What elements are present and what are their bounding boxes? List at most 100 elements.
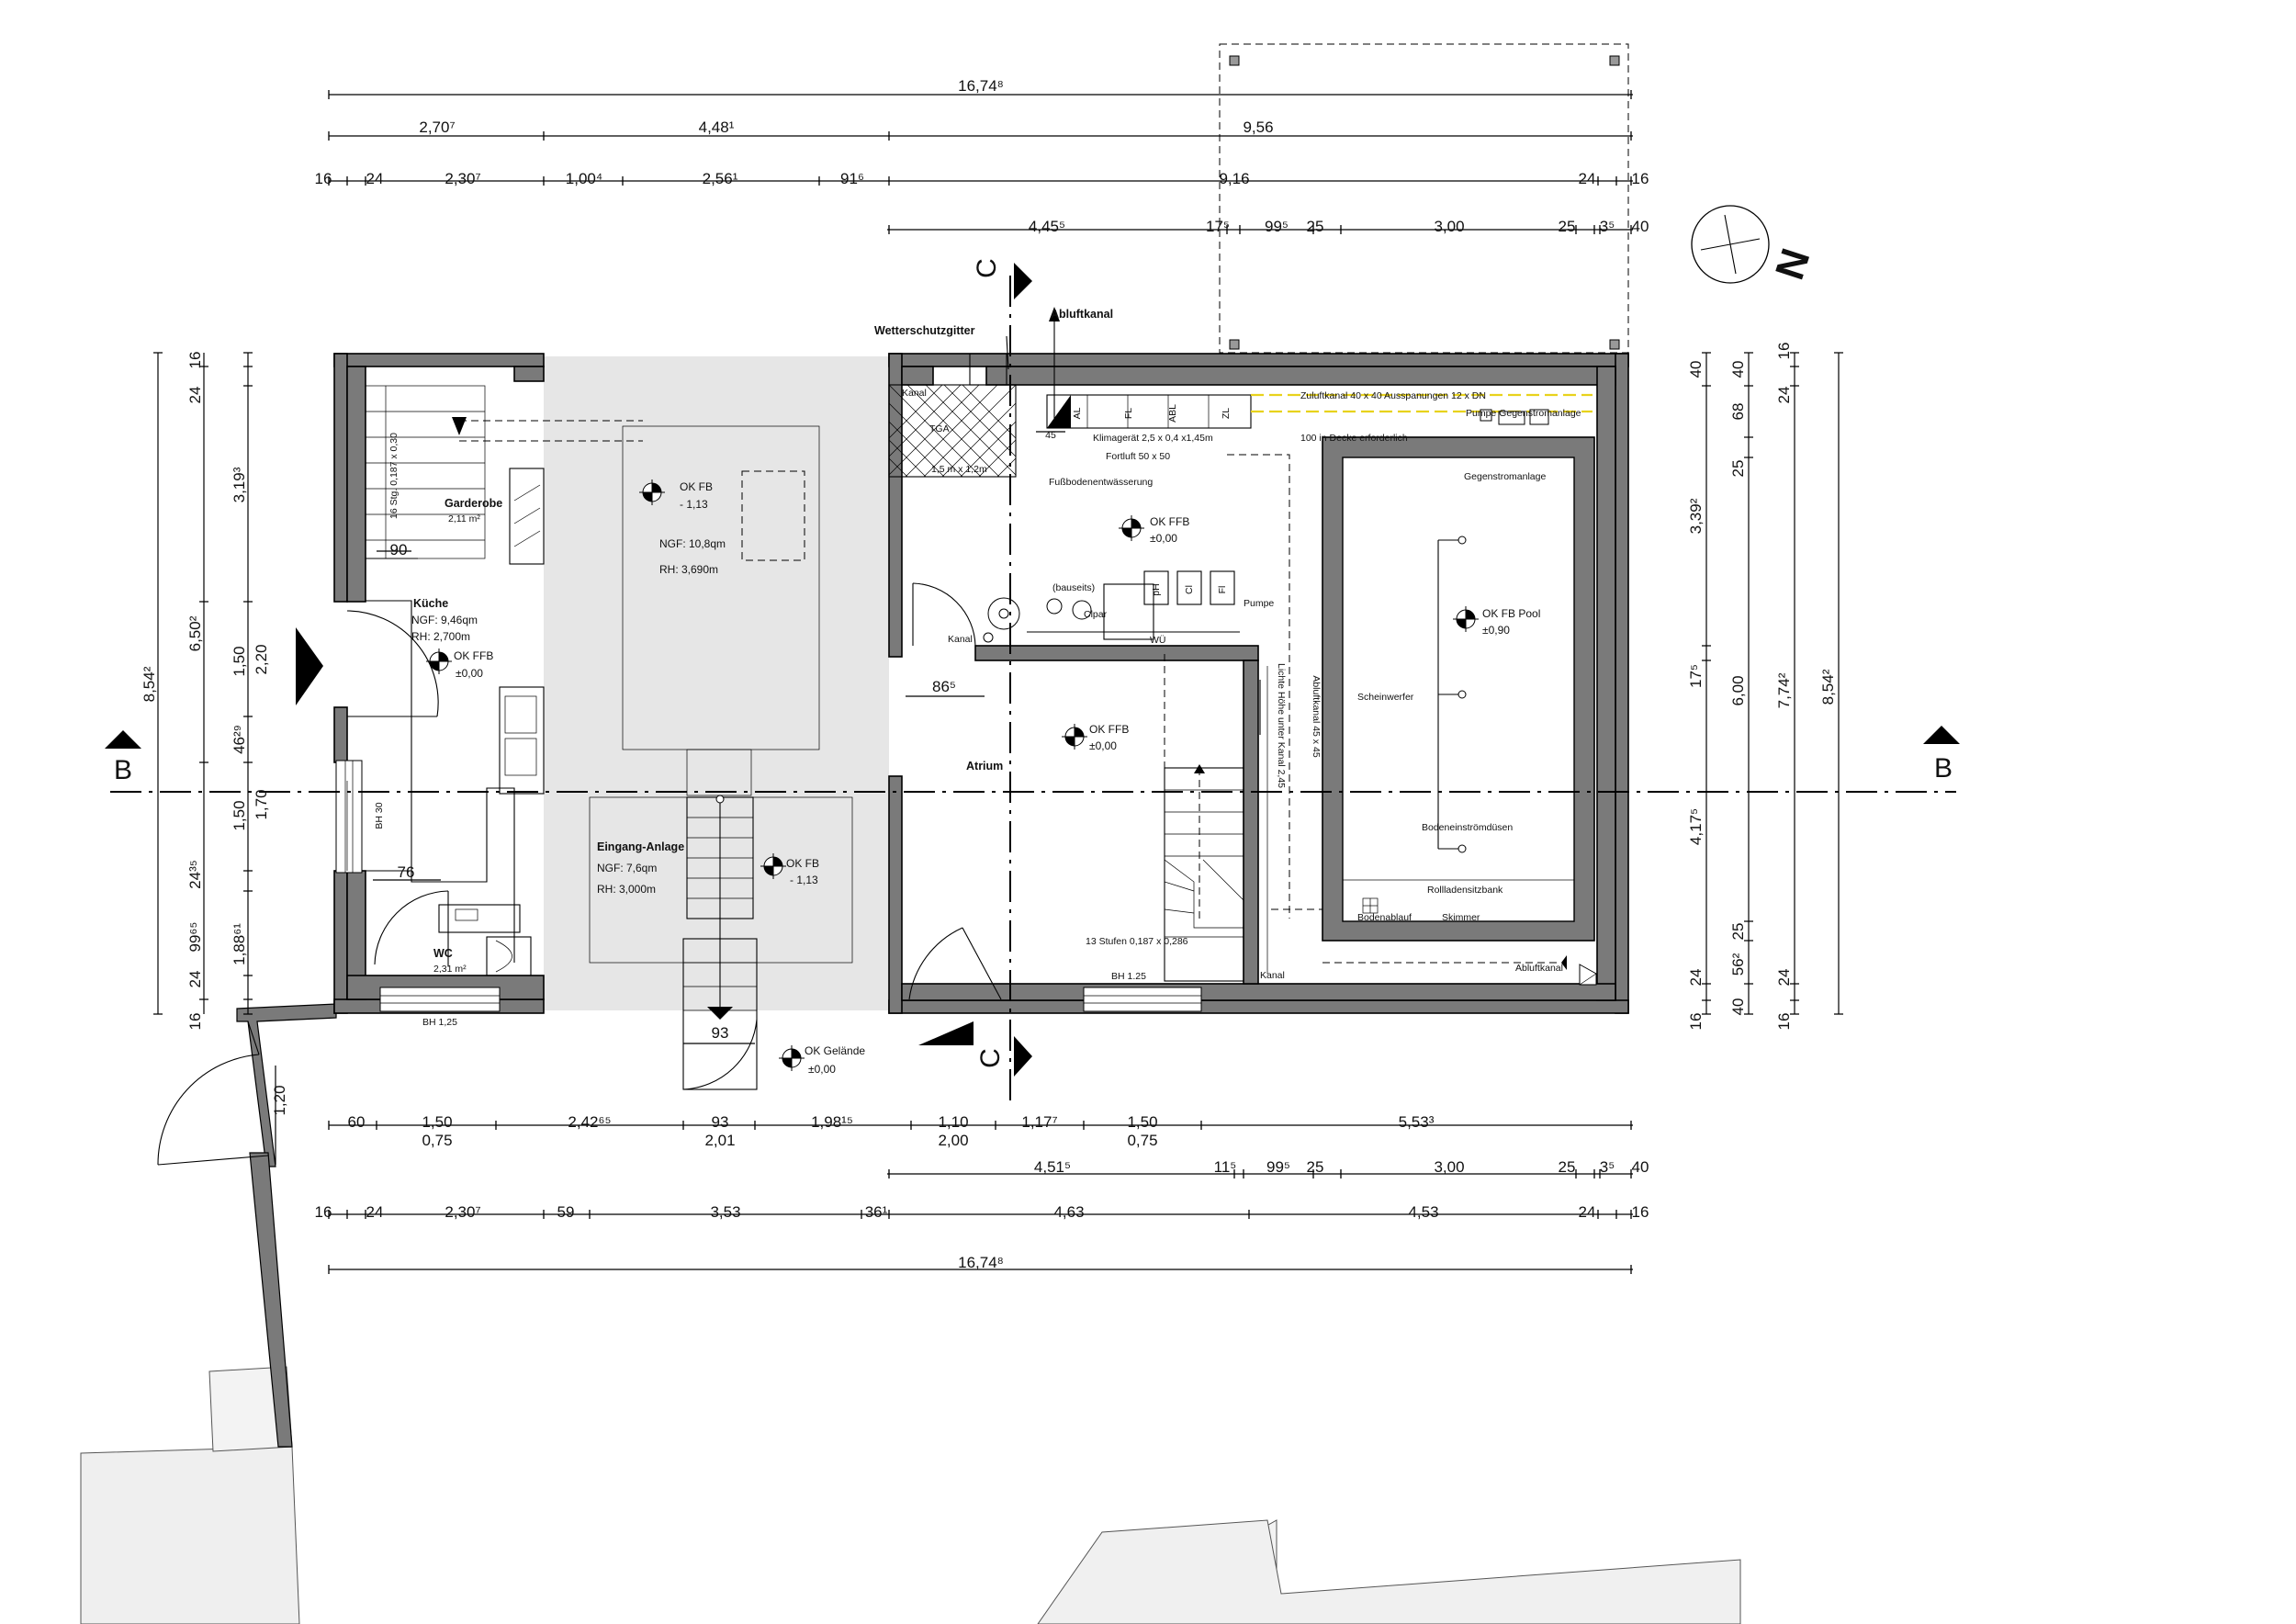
dim-text: 2,00: [938, 1132, 968, 1149]
dims-bottom: 60 1,50 2,42⁶⁵ 93 1,98¹⁵ 1,10 1,17⁷ 1,50…: [315, 1113, 1649, 1271]
dims-right: 40 3,39² 17⁵ 4,17⁵ 24 16 40 68 25 6,00 2…: [1687, 343, 1837, 1031]
site-context: [80, 1003, 1741, 1624]
label-wue: WÜ: [1150, 635, 1166, 646]
dim-text: 1,50: [422, 1113, 452, 1131]
label-abluftkanal-vertical: Abluftkanal 45 x 45: [1311, 675, 1322, 757]
dim-text: 36¹: [865, 1203, 888, 1221]
label-klimageraet: Klimagerät 2,5 x 0,4 x1,45m: [1093, 433, 1213, 444]
dim-text: 16: [1632, 170, 1649, 187]
dim-text: 45: [1045, 430, 1056, 441]
label-gegenstromanlage: Gegenstromanlage: [1464, 471, 1546, 482]
dimension-lines: [153, 90, 1843, 1274]
wc-fixtures: [374, 890, 532, 976]
dim-text: 56²: [1729, 953, 1747, 976]
level-value: ±0,90: [1482, 624, 1510, 637]
dim-text: 3⁵: [1600, 218, 1615, 235]
level-label: OK FB: [680, 480, 713, 493]
dim-text: 60: [348, 1113, 366, 1131]
level-markers: [426, 479, 1479, 1071]
label-fortluft: Fortluft 50 x 50: [1106, 451, 1170, 462]
dim-text: 3⁵: [1600, 1158, 1615, 1176]
dim-text: 68: [1729, 403, 1747, 421]
label-zuluftkanal: Zuluftkanal 40 x 40 Ausspanungen 12 x DN: [1300, 390, 1486, 401]
label-fussbodenentwaesserung: Fußbodenentwässerung: [1049, 477, 1153, 488]
dim-text: 25: [1307, 1158, 1324, 1176]
level-label: OK FFB: [1150, 515, 1189, 528]
kitchen-fixtures: [296, 385, 643, 963]
dim-text: 93: [712, 1113, 729, 1131]
dim-text: 1,50: [231, 646, 248, 676]
label-rollladensitzbank: Rollladensitzbank: [1427, 885, 1503, 896]
dim-text: 4,17⁵: [1687, 808, 1705, 845]
dim-text: 1,50: [1127, 1113, 1157, 1131]
dim-text: 4,51⁵: [1034, 1158, 1071, 1176]
dim-text: 8,54²: [141, 666, 158, 702]
dim-text: 4,63: [1053, 1203, 1084, 1221]
room-size-tga: 1,5 m x 1,2m: [931, 464, 987, 475]
dim-text: 90: [390, 541, 408, 558]
dims-top: 16,74⁸ 2,70⁷ 4,48¹ 9,56 16 24 2,30⁷ 1,00…: [315, 77, 1649, 235]
dim-text: 2,70⁷: [419, 118, 455, 136]
dim-text: 40: [1729, 361, 1747, 378]
room-name-atrium: Atrium: [966, 760, 1003, 773]
dim-text: 24: [1579, 1203, 1596, 1221]
dim-text: 2,20: [253, 644, 270, 674]
label-scheinwerfer: Scheinwerfer: [1357, 692, 1414, 703]
room-rh-eingang: RH: 3,000m: [597, 883, 656, 896]
dim-text: 16: [186, 352, 204, 369]
dim-text: 24: [1579, 170, 1596, 187]
room-rh-flur: RH: 3,690m: [659, 563, 718, 576]
dim-text: 2,56¹: [703, 170, 738, 187]
dim-text: 25: [1729, 923, 1747, 941]
label-fl: FL: [1123, 408, 1134, 419]
dim-text: 4,53: [1408, 1203, 1438, 1221]
dim-text: 25: [1729, 460, 1747, 478]
dim-text: 6,50²: [186, 615, 204, 651]
dim-text: 1,50: [231, 800, 248, 830]
dim-text: 3,53: [710, 1203, 740, 1221]
dim-text: 8,54²: [1819, 669, 1837, 705]
dim-text: 7,74²: [1775, 672, 1793, 708]
room-name-kueche: Küche: [413, 597, 448, 610]
dim-text: 24: [366, 170, 384, 187]
dim-text: 2,01: [704, 1132, 735, 1149]
label-kanal: Kanal: [902, 388, 927, 399]
dim-text: 16,74⁸: [958, 1254, 1004, 1271]
dim-text: 40: [1632, 218, 1649, 235]
room-name-wc: WC: [433, 947, 453, 960]
level-value: ±0,00: [808, 1063, 836, 1076]
dim-text: 86⁵: [932, 678, 956, 695]
dim-text: 16: [315, 1203, 332, 1221]
dim-text: 16: [1632, 1203, 1649, 1221]
dim-text: 6,00: [1729, 675, 1747, 705]
dim-text: 99⁵: [1265, 218, 1289, 235]
label-abl: ABL: [1167, 404, 1178, 423]
dim-text: 1,70: [253, 789, 270, 819]
level-texts: OK FFB ±0,00 OK FB - 1,13 OK FB - 1,13 O…: [454, 480, 1540, 1076]
dim-text: 25: [1559, 218, 1576, 235]
dim-text: 40: [1632, 1158, 1649, 1176]
pergola-outline: [1219, 43, 1629, 354]
room-area-wc: 2,31 m²: [433, 964, 467, 975]
room-name-garderobe: Garderobe: [445, 497, 502, 510]
section-label-b-left: B: [114, 755, 132, 785]
dim-text: 17⁵: [1687, 664, 1705, 688]
room-name-eingang: Eingang-Anlage: [597, 840, 684, 853]
dim-text: 1,98¹⁵: [811, 1113, 853, 1131]
label-ph: pH: [1151, 583, 1162, 595]
dim-text: 99⁵: [1266, 1158, 1290, 1176]
dim-text: 24: [186, 971, 204, 988]
section-label-c-top: C: [972, 258, 1002, 278]
dim-text: 16: [186, 1013, 204, 1031]
room-rh-kueche: RH: 2,700m: [411, 630, 470, 643]
dim-text: 16: [315, 170, 332, 187]
dim-text: 1,00⁴: [566, 170, 602, 187]
walls: [333, 353, 1629, 1014]
label-bodeneinstroemduesen: Bodeneinströmdüsen: [1422, 822, 1513, 833]
stair-label-atrium: 13 Stufen 0,187 x 0,286: [1086, 936, 1188, 947]
dim-text: 17⁵: [1206, 218, 1230, 235]
level-value: - 1,13: [680, 498, 708, 511]
technical-labels: 16 Stg. 0,187 x 0,30 13 Stufen 0,187 x 0…: [374, 308, 1581, 1028]
dim-text: 40: [1729, 998, 1747, 1016]
